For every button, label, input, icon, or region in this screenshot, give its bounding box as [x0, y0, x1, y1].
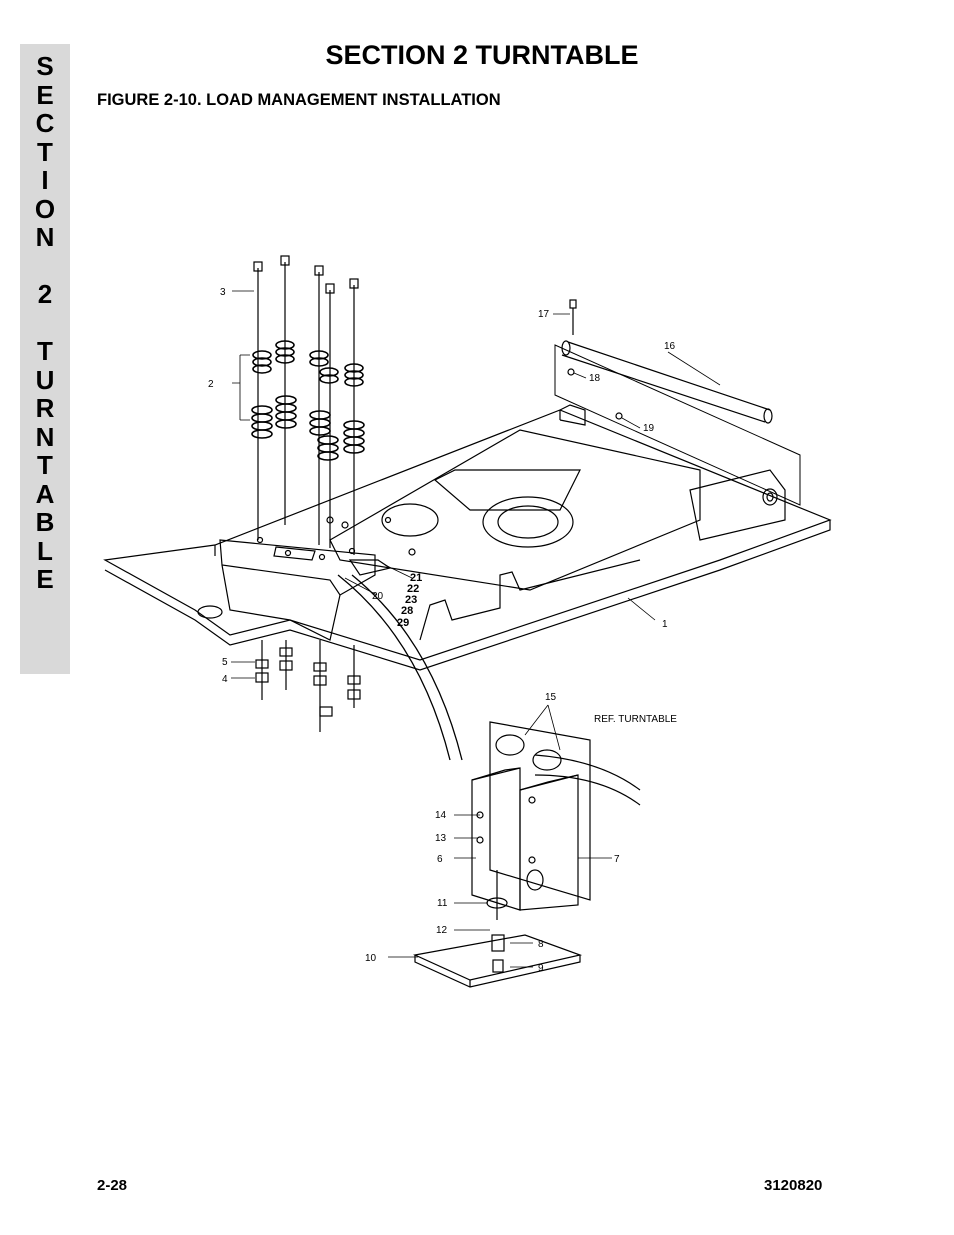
- callout-2: 2: [208, 379, 214, 390]
- callout-1: 1: [662, 619, 668, 630]
- figure-title: FIGURE 2-10. LOAD MANAGEMENT INSTALLATIO…: [97, 91, 501, 109]
- callout-13: 13: [435, 833, 447, 844]
- leader-lines: [231, 290, 721, 968]
- page-number: 2-28: [97, 1177, 128, 1194]
- limit-switch-assembly: [413, 721, 641, 988]
- side-tab-letters: S E C T I O N 2 T U R N T A B L E: [34, 51, 56, 594]
- callout-20: 20: [372, 591, 384, 602]
- callout-10: 10: [365, 953, 377, 964]
- cable-harness: [337, 574, 463, 761]
- callout-12: 12: [436, 925, 448, 936]
- callout-4: 4: [222, 674, 228, 685]
- callout-18: 18: [589, 373, 601, 384]
- callout-3: 3: [220, 287, 226, 298]
- document-number: 3120820: [764, 1177, 823, 1194]
- bolt-spring-stack: [251, 255, 365, 555]
- callout-7: 7: [614, 854, 620, 865]
- callout-15: 15: [545, 692, 557, 703]
- callout-5: 5: [222, 657, 228, 668]
- callout-11: 11: [437, 898, 448, 909]
- callout-21: 21: [410, 572, 422, 584]
- callout-9: 9: [538, 963, 544, 974]
- callout-17: 17: [538, 309, 550, 320]
- callout-19: 19: [643, 423, 655, 434]
- callout-29: 29: [397, 617, 409, 629]
- turntable-plate: [103, 404, 832, 671]
- shaft-assembly: [554, 299, 801, 506]
- callout-8: 8: [538, 939, 544, 950]
- callout-6: 6: [437, 854, 443, 865]
- callout-16: 16: [664, 341, 676, 352]
- callout-23: 23: [405, 594, 417, 606]
- callout-22: 22: [407, 583, 419, 595]
- section-side-tab: S E C T I O N 2 T U R N T A B L E: [20, 44, 70, 674]
- ref-turntable-label: REF. TURNTABLE: [594, 714, 677, 725]
- callout-14: 14: [435, 810, 447, 821]
- section-title: SECTION 2 TURNTABLE: [325, 40, 639, 70]
- callout-28: 28: [401, 605, 413, 617]
- nuts-washers: [255, 640, 361, 732]
